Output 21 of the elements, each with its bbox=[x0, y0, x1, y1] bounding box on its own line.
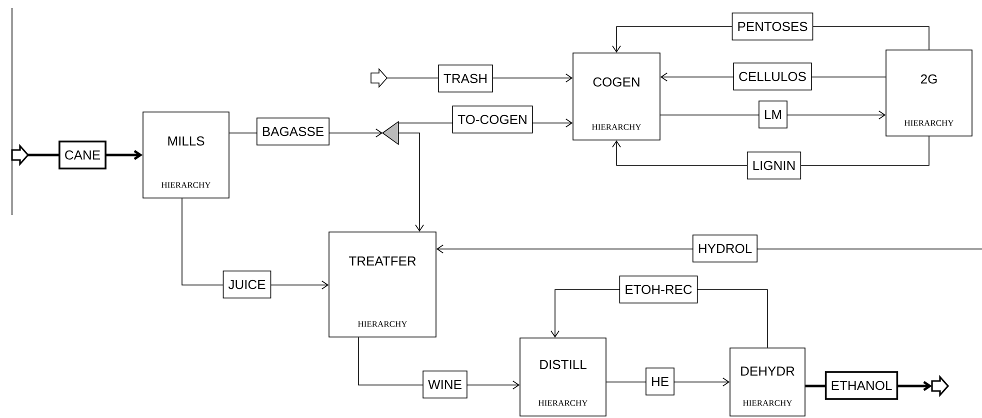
process-block: 2G HIERARCHY bbox=[886, 50, 972, 136]
process-block: DISTILL HIERARCHY bbox=[520, 338, 606, 416]
process-block: MILLS HIERARCHY bbox=[142, 112, 230, 198]
process-block: TREATFER HIERARCHY bbox=[328, 232, 436, 338]
stream-arrow bbox=[398, 132, 424, 232]
stream-label: ETOH-REC bbox=[619, 276, 698, 304]
stream-label: TO-COGEN bbox=[452, 106, 533, 134]
stream-label: TRASH bbox=[438, 64, 493, 92]
stream-label: CANE bbox=[58, 140, 106, 170]
stream-label: LIGNIN bbox=[746, 152, 802, 180]
process-block: COGEN HIERARCHY bbox=[572, 52, 660, 140]
stream-label: PENTOSES bbox=[732, 12, 814, 40]
process-block: DEHYDR HIERARCHY bbox=[730, 348, 806, 416]
stream-label: BAGASSE bbox=[256, 118, 330, 146]
stream-label: HE bbox=[646, 368, 674, 396]
stream-label: JUICE bbox=[222, 270, 272, 298]
stream-label: LM bbox=[758, 100, 788, 128]
stream-label: WINE bbox=[422, 370, 468, 398]
stream-label: ETHANOL bbox=[824, 371, 898, 400]
stream-label: HYDROL bbox=[692, 234, 758, 262]
stream-label: CELLULOS bbox=[733, 62, 812, 90]
